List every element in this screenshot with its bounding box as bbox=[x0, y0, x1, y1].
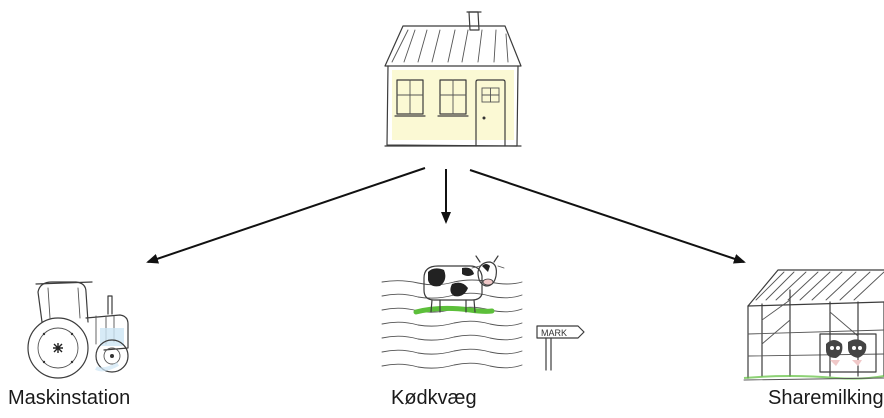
tractor-icon bbox=[28, 282, 128, 378]
field-sign: MARK bbox=[537, 326, 584, 370]
label-sharemilking: Sharemilking bbox=[768, 386, 884, 410]
arrows bbox=[148, 168, 744, 262]
cow-in-field-icon: MARK bbox=[382, 256, 584, 370]
label-kodkvaeg: Kødkvæg bbox=[391, 386, 477, 410]
arrow-to-maskinstation bbox=[148, 168, 425, 262]
label-maskinstation: Maskinstation bbox=[8, 386, 130, 410]
barn-with-cows-icon bbox=[744, 270, 884, 380]
farmhouse-icon bbox=[385, 12, 521, 146]
arrow-to-sharemilking bbox=[470, 170, 744, 262]
field-sign-text: MARK bbox=[541, 328, 567, 338]
